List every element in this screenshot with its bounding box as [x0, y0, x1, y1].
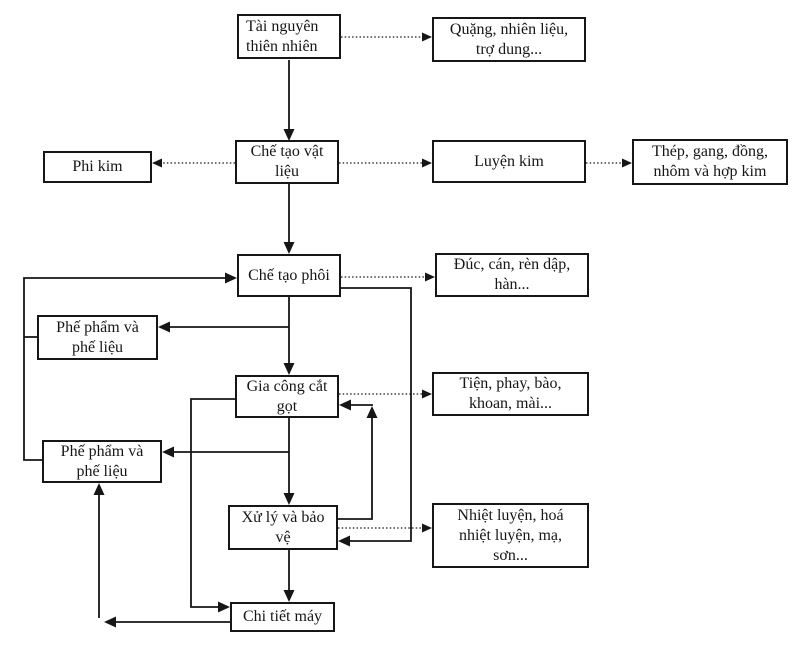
node-machining: Gia công cắt gọt	[235, 375, 339, 418]
arrow-machining-to-treatment	[283, 418, 295, 505]
arrow-treatment-to-parts	[283, 550, 295, 602]
node-machine-parts: Chi tiết máy	[230, 602, 335, 632]
node-label: Nhiệt luyện, hoá nhiệt luyện, mạ, sơn...	[457, 506, 564, 564]
arrow-blank-to-waste1	[158, 321, 289, 333]
node-label: Phế phẩm và phế liệu	[60, 442, 144, 480]
node-material-manufacturing: Chế tạo vật liệu	[235, 140, 339, 184]
node-treatment-protection: Xử lý và bảo vệ	[228, 505, 338, 550]
node-casting-methods: Đúc, cán, rèn dập, hàn...	[435, 253, 589, 297]
dotted-machining-to-cutting	[339, 389, 432, 399]
node-steel-alloys: Thép, gang, đồng, nhôm và hợp kim	[632, 139, 788, 185]
node-blank-manufacturing: Chế tạo phôi	[237, 254, 341, 297]
node-label: Chi tiết máy	[242, 608, 323, 625]
dotted-materials-to-nonmetal	[152, 158, 235, 168]
node-cutting-methods: Tiện, phay, bào, khoan, mài...	[432, 372, 589, 416]
node-label: Quặng, nhiên liệu, trợ dung...	[449, 20, 569, 58]
arrow-blank-to-treatment-bypass	[338, 287, 412, 547]
arrow-machining-to-waste2	[162, 446, 289, 458]
node-label: Thép, gang, đồng, nhôm và hợp kim	[652, 143, 768, 180]
arrow-materials-to-blank	[283, 184, 295, 254]
node-label: Tài nguyên thiên nhiên	[246, 17, 319, 55]
arrow-waste-recycle-to-blank	[23, 272, 237, 461]
dotted-blank-to-casting	[341, 272, 435, 282]
arrow-blank-to-machining	[283, 297, 295, 375]
node-ores-fuel-flux: Quặng, nhiên liệu, trợ dung...	[432, 17, 586, 62]
dotted-metallurgy-to-steel	[586, 158, 632, 168]
arrow-resources-to-materials	[283, 60, 295, 141]
node-non-metal: Phi kim	[43, 151, 152, 183]
arrow-parts-to-waste2	[93, 483, 230, 628]
dotted-treatment-to-methods	[338, 523, 432, 533]
dotted-resources-to-ores	[341, 32, 432, 42]
node-label: Chế tạo phôi	[248, 266, 330, 284]
node-label: Phế phẩm và phế liệu	[56, 318, 139, 356]
node-natural-resources: Tài nguyên thiên nhiên	[237, 14, 341, 59]
node-label: Chế tạo vật liệu	[250, 143, 324, 180]
arrow-machining-to-parts-bypass	[190, 398, 235, 613]
node-label: Đúc, cán, rèn dập, hàn...	[453, 256, 571, 293]
node-waste-scrap-1: Phế phẩm và phế liệu	[37, 315, 158, 360]
node-label: Xử lý và bảo vệ	[241, 508, 325, 546]
node-label: Phi kim	[72, 158, 123, 175]
node-label: Tiện, phay, bào, khoan, mài...	[459, 375, 562, 412]
node-label: Gia công cắt gọt	[246, 377, 328, 415]
node-label: Luyện kim	[474, 152, 544, 170]
node-metallurgy: Luyện kim	[432, 140, 586, 183]
dotted-materials-to-metallurgy	[339, 158, 432, 168]
node-waste-scrap-2: Phế phẩm và phế liệu	[42, 440, 162, 483]
node-treatment-methods: Nhiệt luyện, hoá nhiệt luyện, mạ, sơn...	[432, 503, 589, 568]
arrow-treatment-back-to-machining	[338, 399, 378, 520]
